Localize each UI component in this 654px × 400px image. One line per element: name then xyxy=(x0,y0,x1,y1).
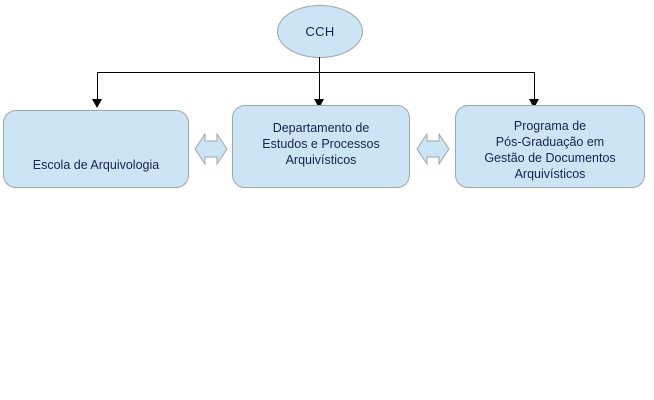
node-cch[interactable]: CCH xyxy=(277,5,363,58)
node-cch-label: CCH xyxy=(305,24,335,39)
connector-drop-escola xyxy=(97,72,98,101)
connector-horizontal-bus xyxy=(97,72,535,73)
node-escola-label: Escola de Arquivologia xyxy=(32,158,160,172)
arrowhead-departamento xyxy=(314,99,324,108)
double-arrow-departamento-programa[interactable] xyxy=(416,128,450,170)
node-escola-de-arquivologia[interactable]: Escola de Arquivologia xyxy=(3,110,189,188)
arrowhead-programa xyxy=(529,99,539,108)
arrowhead-escola xyxy=(92,99,102,108)
connector-drop-programa xyxy=(534,72,535,101)
node-programa-de-pos-graduacao-em-gestao-de-documentos[interactable]: Programa de Pós-Graduação em Gestão de D… xyxy=(455,105,645,188)
double-arrow-escola-departamento[interactable] xyxy=(194,128,228,170)
connector-drop-departamento xyxy=(319,72,320,101)
node-departamento-de-estudos-e-processos-arquivisticos[interactable]: Departamento de Estudos e Processos Arqu… xyxy=(232,105,410,188)
connector-root-stem xyxy=(319,57,320,73)
node-departamento-label: Departamento de Estudos e Processos Arqu… xyxy=(262,121,380,167)
node-programa-label: Programa de Pós-Graduação em Gestão de D… xyxy=(484,119,616,181)
